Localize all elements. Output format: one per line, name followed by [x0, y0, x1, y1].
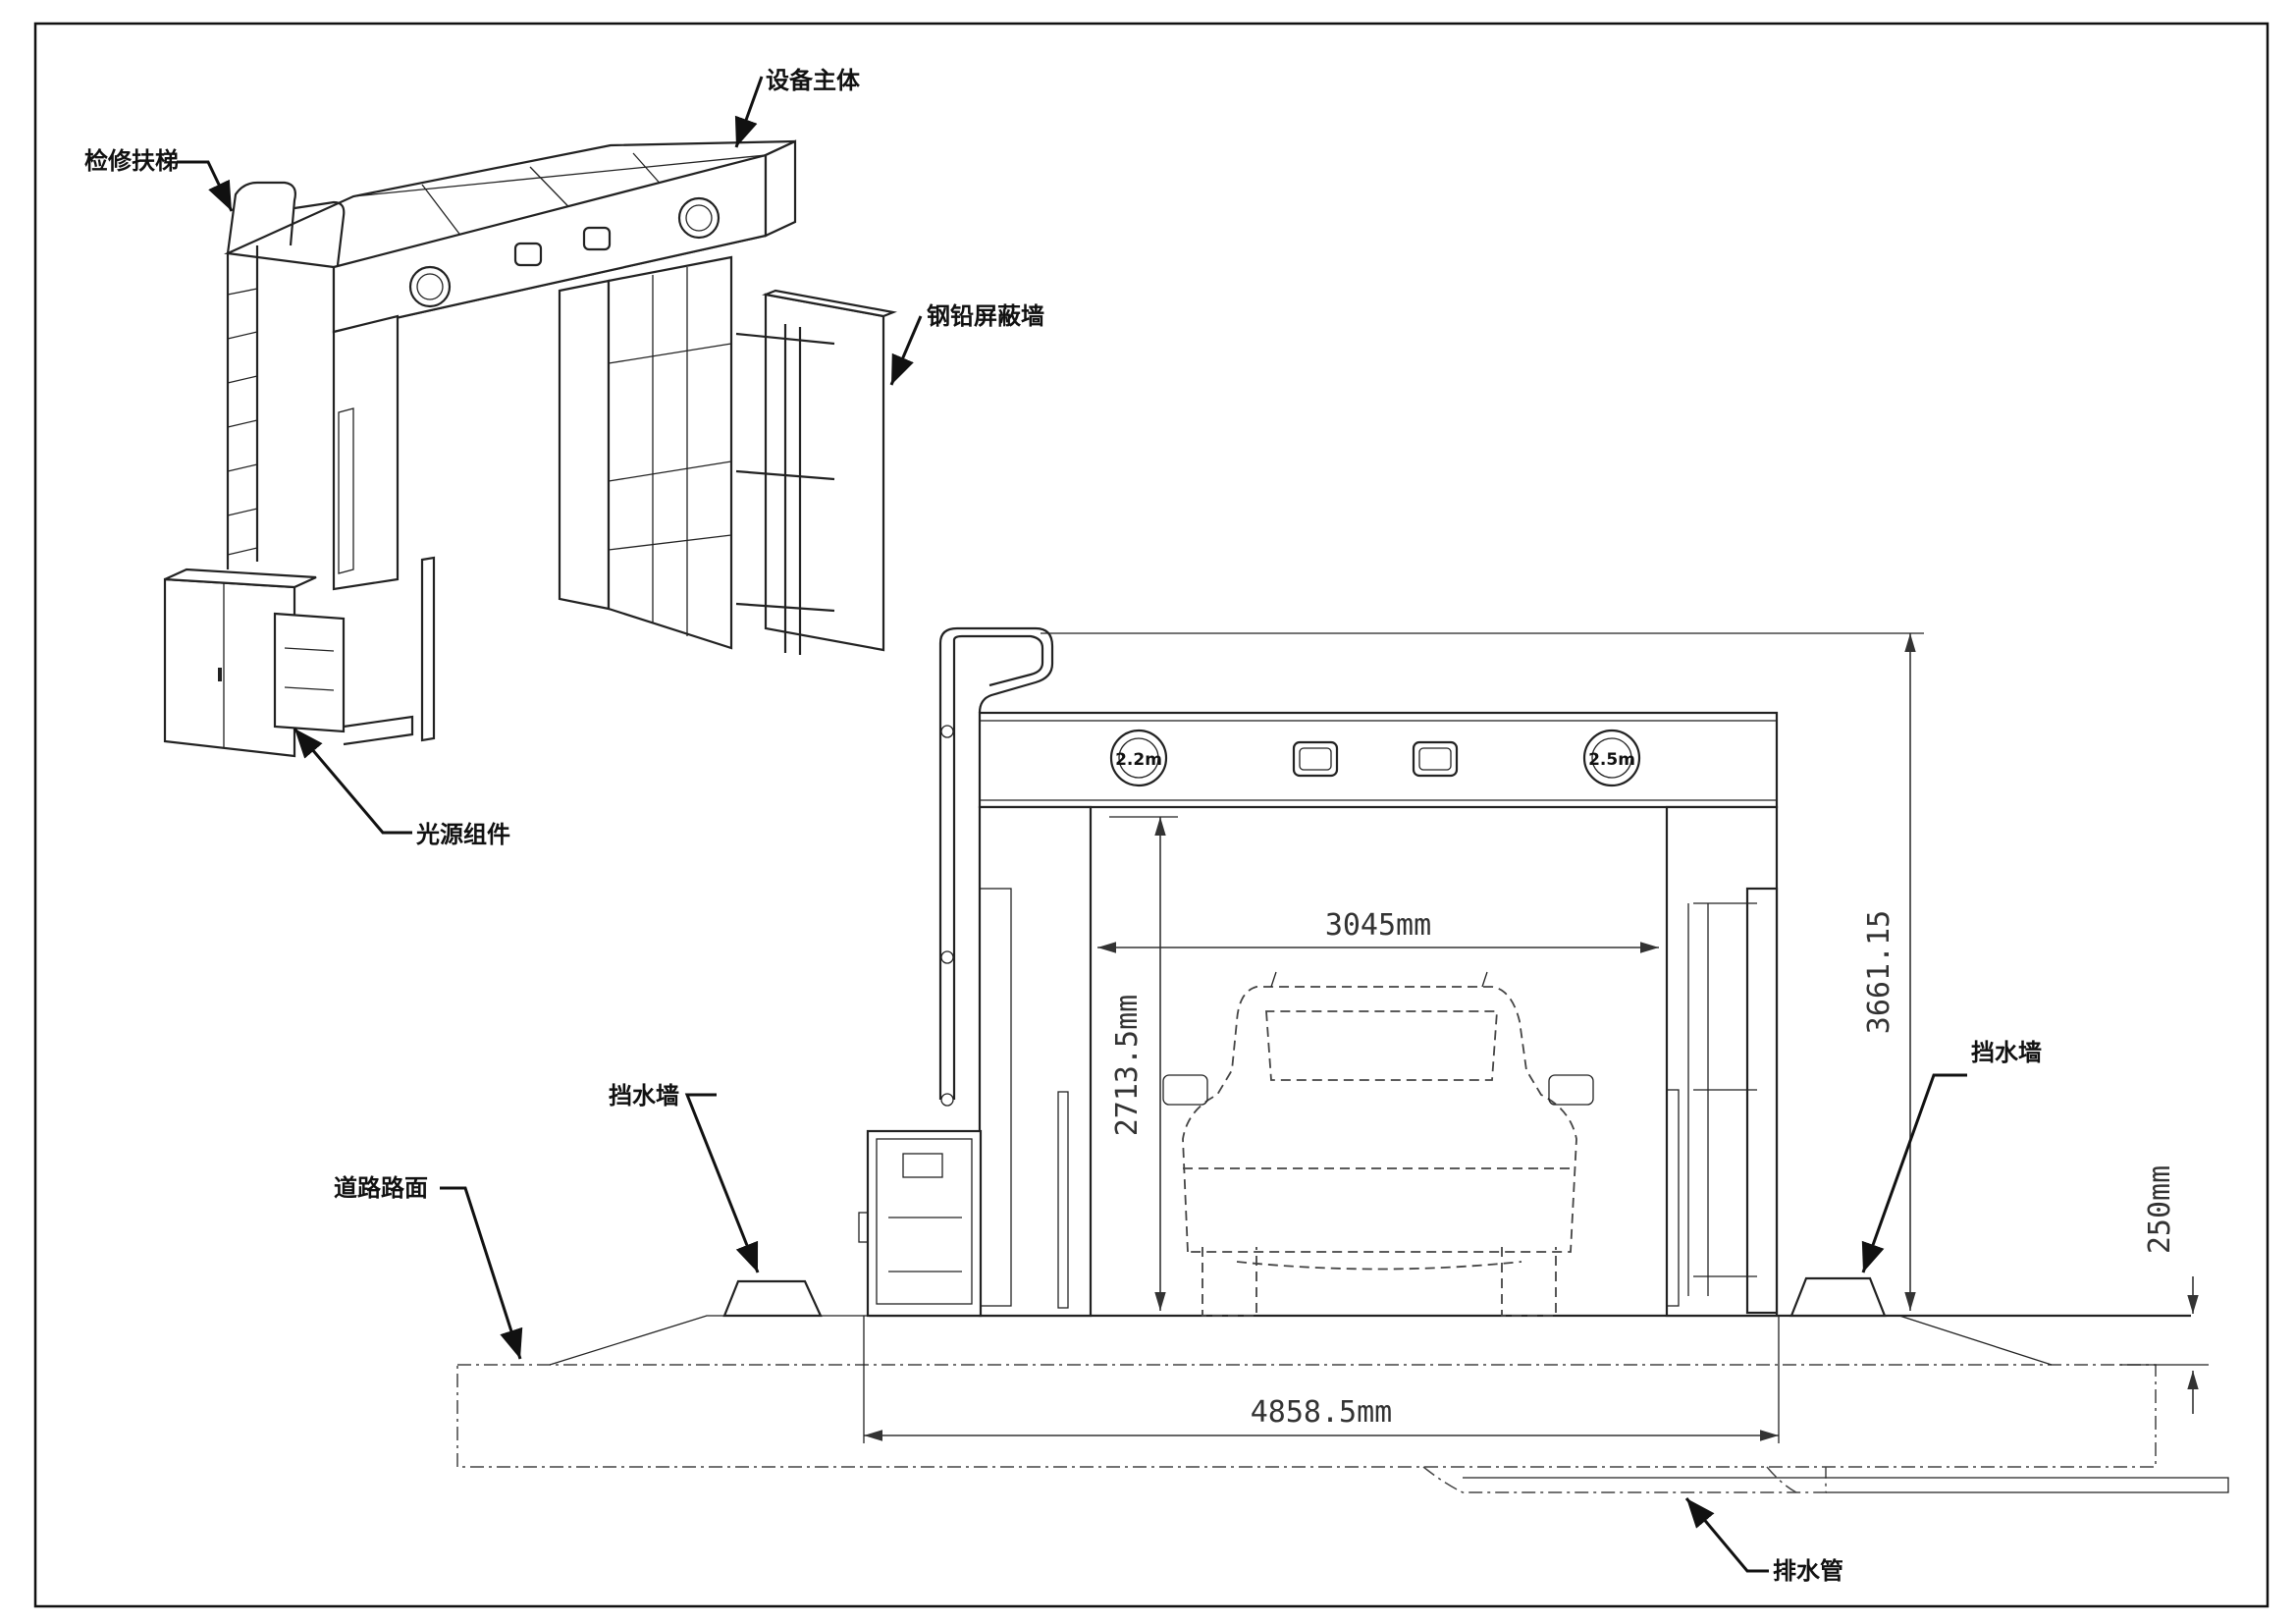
- leader-lines: [177, 76, 1967, 1573]
- water-wall-left-shape: [722, 1279, 823, 1318]
- label-water-wall-right: 挡水墙: [1971, 1039, 2042, 1066]
- dim-inner-height: 2713.5mm: [1110, 995, 1145, 1137]
- water-wall-right-shape: [1789, 1276, 1887, 1318]
- front-elevation: [456, 626, 2229, 1493]
- dim-wall-height: 250mm: [2143, 1165, 2177, 1254]
- dim-inner-width: 3045mm: [1325, 908, 1431, 943]
- sign-right-circle: [1582, 729, 1641, 787]
- vehicle-outline: [1162, 971, 1594, 1317]
- label-water-wall-left: 挡水墙: [609, 1082, 679, 1110]
- sign-left-text: 2.2m: [1115, 750, 1162, 770]
- label-road-surface: 道路路面: [334, 1174, 428, 1202]
- sheet-border: [33, 22, 2269, 1608]
- label-main-body: 设备主体: [766, 67, 861, 94]
- sign-left-circle: [1109, 729, 1168, 787]
- label-shield-wall: 钢铅屏蔽墙: [927, 302, 1044, 330]
- dim-total-width: 4858.5mm: [1251, 1395, 1393, 1430]
- isometric-view: [163, 139, 897, 758]
- label-drain-pipe: 排水管: [1773, 1557, 1843, 1585]
- dim-total-height: 3661.15: [1862, 910, 1896, 1034]
- label-ladder: 检修扶梯: [84, 147, 179, 175]
- sign-right-text: 2.5m: [1588, 750, 1635, 770]
- road-slab: [456, 1364, 2157, 1468]
- label-light-source: 光源组件: [415, 821, 510, 848]
